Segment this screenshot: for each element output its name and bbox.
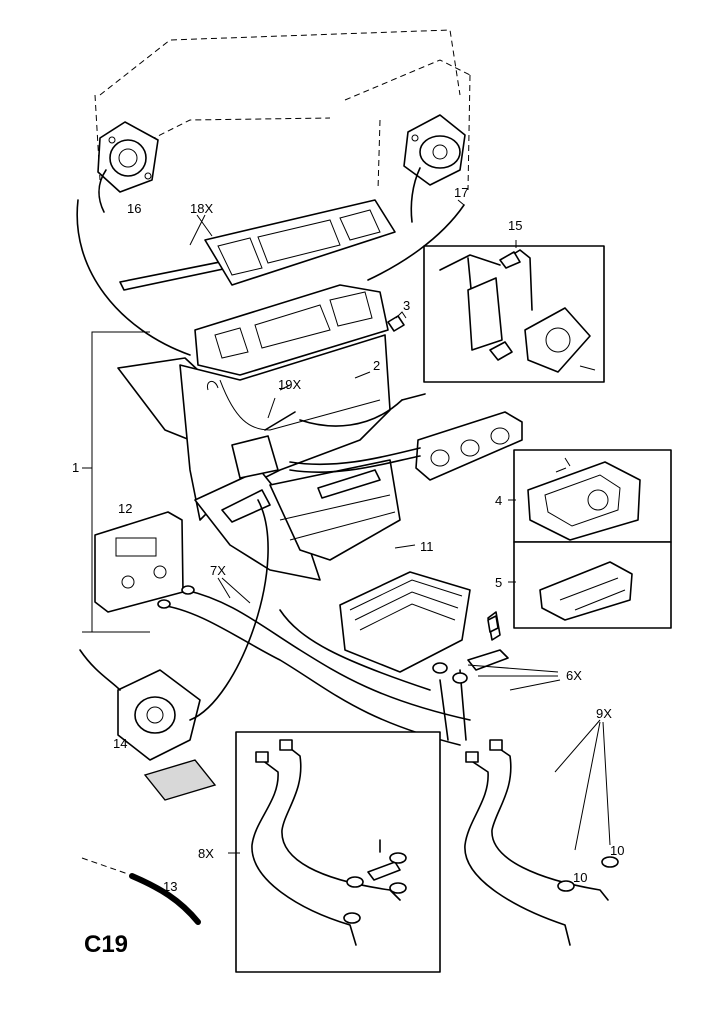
pipes-9x: [464, 739, 619, 946]
blower-motor-right: [403, 114, 466, 223]
sheet-code: C19: [84, 931, 128, 958]
callout-11: 11: [420, 539, 434, 554]
callout-1: 1: [72, 460, 79, 475]
heater-core: [339, 571, 501, 673]
callout-16: 16: [127, 201, 141, 216]
callout-5: 5: [495, 575, 502, 590]
assembly-bracket: [82, 331, 150, 633]
part-4-box: [513, 449, 672, 543]
hose-13: [81, 857, 201, 925]
callout-12: 12: [118, 501, 132, 516]
callout-6x: 6X: [566, 668, 582, 683]
pipes-7x: [157, 585, 471, 746]
gasket-seal: [119, 199, 396, 291]
callout-17: 17: [454, 185, 468, 200]
fitting-3: [387, 311, 407, 332]
clips-6x: [432, 615, 509, 684]
panel-12: [94, 511, 184, 613]
callout-2: 2: [373, 358, 380, 373]
callout-9x: 9X: [596, 706, 612, 721]
callout-19x: 19X: [278, 377, 301, 392]
callout-14: 14: [113, 736, 127, 751]
part-8x-box: [235, 731, 441, 973]
control-panel: [289, 411, 523, 481]
part-5-box: [513, 541, 672, 629]
callout-15: 15: [508, 218, 522, 233]
callout-10b: 10: [573, 870, 587, 885]
leader-lines: [82, 199, 611, 854]
callout-18x: 18X: [190, 201, 213, 216]
callout-8x: 8X: [198, 846, 214, 861]
blower-motor-lower: [79, 649, 217, 801]
blower-motor-left: [97, 121, 159, 213]
callout-13: 13: [163, 879, 177, 894]
callout-3: 3: [403, 298, 410, 313]
assembly-arrows: [76, 199, 465, 721]
flap-valve: [206, 381, 296, 431]
callout-10a: 10: [610, 843, 624, 858]
control-unit-box: [423, 245, 605, 383]
callout-4: 4: [495, 493, 502, 508]
heater-housing: [117, 284, 401, 581]
callout-7x: 7X: [210, 563, 226, 578]
